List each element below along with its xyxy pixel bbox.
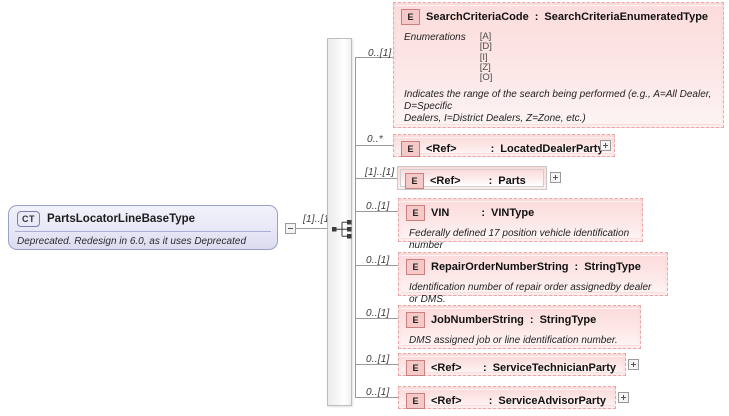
element-type: ServiceTechnicianParty (492, 362, 616, 374)
cardinality-job-number-string: 0..[1] (366, 308, 390, 319)
element-type: SearchCriteriaEnumeratedType (544, 11, 709, 23)
expand-toggle-located-dealer-party[interactable] (600, 140, 611, 151)
element-type: LocatedDealerParty (500, 143, 604, 155)
connector-branch-6 (355, 318, 398, 319)
element-box-vin[interactable]: E VIN : VINType Federally defined 17 pos… (398, 198, 643, 251)
element-header-parts: E <Ref> : Parts (401, 170, 543, 192)
element-type: Parts (498, 175, 526, 187)
element-documentation: Identification number of repair order as… (409, 282, 652, 305)
enumeration-value: [A] (479, 31, 492, 42)
element-separator: : (483, 362, 487, 374)
element-header-vin: E VIN : VINType (402, 202, 639, 224)
element-header-service-technician-party: E <Ref> : ServiceTechnicianParty (402, 357, 622, 379)
element-box-service-advisor-party[interactable]: E <Ref> : ServiceAdvisorParty (398, 386, 616, 409)
cardinality-search-criteria-code: 0..[1] (368, 48, 392, 59)
complextype-box-partslocatorlinebasetype[interactable]: CT PartsLocatorLineBaseType Deprecated. … (8, 205, 278, 250)
enumerations-label: Enumerations (404, 32, 466, 43)
element-separator: : (574, 261, 579, 273)
element-separator: : (488, 395, 493, 407)
complextype-header: CT PartsLocatorLineBaseType (9, 206, 277, 231)
element-badge-icon: E (406, 312, 425, 328)
connector-branch-1 (355, 57, 393, 58)
element-documentation: Indicates the range of the search being … (404, 89, 712, 125)
element-documentation: DMS assigned job or line identification … (409, 335, 618, 346)
element-badge-icon: E (401, 9, 420, 25)
element-ref-label: <Ref> (430, 175, 461, 187)
complextype-title: PartsLocatorLineBaseType (47, 213, 196, 225)
connector-branch-3 (355, 178, 397, 179)
element-box-service-technician-party[interactable]: E <Ref> : ServiceTechnicianParty (398, 353, 626, 376)
element-header-job-number-string: E JobNumberString : StringType (402, 309, 637, 331)
element-badge-icon: E (406, 360, 425, 376)
cardinality-parts: [1]..[1] (365, 167, 395, 178)
element-type: ServiceAdvisorParty (498, 395, 606, 407)
enumeration-value: [O] (479, 72, 493, 83)
cardinality-root: [1]..[1] (303, 214, 333, 225)
element-name: RepairOrderNumberString (431, 261, 569, 273)
cardinality-repair-order-number-string: 0..[1] (366, 255, 390, 266)
element-box-parts[interactable]: E <Ref> : Parts (397, 166, 547, 190)
cardinality-service-technician-party: 0..[1] (366, 354, 390, 365)
element-name: SearchCriteriaCode (426, 11, 529, 23)
complextype-documentation: Deprecated. Redesign in 6.0, as it uses … (17, 236, 247, 249)
element-separator: : (534, 11, 539, 23)
enumerations-values: [A] [D] [I] [Z] [O] (479, 31, 493, 83)
element-badge-icon: E (406, 205, 425, 221)
expand-toggle-service-advisor-party[interactable] (618, 392, 629, 403)
expand-toggle-parts[interactable] (550, 172, 561, 183)
element-separator: : (529, 314, 534, 326)
element-name: VIN (431, 207, 450, 219)
element-ref-label: <Ref> (426, 143, 457, 155)
cardinality-located-dealer-party: 0..* (367, 134, 383, 145)
connector-branch-8 (355, 397, 398, 398)
element-header-service-advisor-party: E <Ref> : ServiceAdvisorParty (402, 390, 612, 412)
element-header-search-criteria-code: E SearchCriteriaCode : SearchCriteriaEnu… (397, 6, 720, 28)
enumeration-value: [I] (479, 51, 488, 63)
expand-toggle-service-technician-party[interactable] (628, 359, 639, 370)
element-type: VINType (491, 207, 535, 219)
element-ref-label: <Ref> (431, 395, 462, 407)
connector-toggle-to-compositor (296, 228, 342, 229)
connector-trunk (355, 57, 356, 397)
element-type: StringType (539, 314, 597, 326)
element-separator: : (490, 143, 495, 155)
connector-branch-4 (355, 211, 398, 212)
element-box-located-dealer-party[interactable]: E <Ref> : LocatedDealerParty (393, 134, 615, 157)
cardinality-service-advisor-party: 0..[1] (366, 387, 390, 398)
element-badge-icon: E (406, 259, 425, 275)
element-name: JobNumberString (431, 314, 524, 326)
connector-branch-2 (355, 145, 393, 146)
enumeration-value: [D] (479, 41, 492, 53)
element-separator: : (481, 207, 486, 219)
complextype-badge-icon: CT (17, 211, 40, 227)
collapse-toggle-root[interactable] (285, 223, 296, 234)
element-box-search-criteria-code[interactable]: E SearchCriteriaCode : SearchCriteriaEnu… (393, 2, 724, 128)
element-box-job-number-string[interactable]: E JobNumberString : StringType DMS assig… (398, 305, 641, 349)
element-ref-label: <Ref> (431, 362, 462, 374)
cardinality-vin: 0..[1] (366, 201, 390, 212)
element-type: StringType (584, 261, 641, 273)
element-box-repair-order-number-string[interactable]: E RepairOrderNumberString : StringType I… (398, 252, 668, 305)
sequence-icon (332, 220, 352, 239)
element-badge-icon: E (401, 141, 420, 157)
element-header-located-dealer-party: E <Ref> : LocatedDealerParty (397, 138, 611, 160)
enumeration-value: [Z] (479, 61, 491, 73)
complextype-separator (15, 231, 271, 232)
connector-branch-7 (355, 364, 398, 365)
element-badge-icon: E (406, 393, 425, 409)
element-documentation: Federally defined 17 position vehicle id… (409, 228, 630, 251)
element-header-repair-order-number-string: E RepairOrderNumberString : StringType (402, 256, 664, 278)
connector-branch-5 (355, 265, 398, 266)
element-badge-icon: E (405, 173, 424, 189)
element-enumerations: Enumerations [A] [D] [I] [Z] [O] (397, 29, 720, 85)
element-separator: : (488, 175, 493, 187)
